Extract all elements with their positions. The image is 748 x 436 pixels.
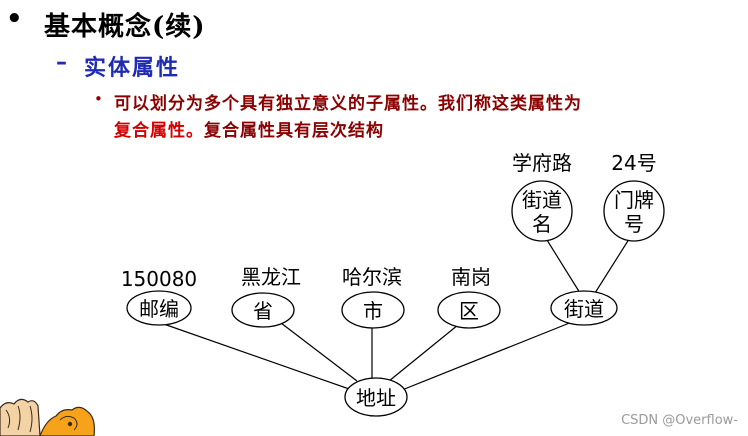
edge-root-street <box>402 322 572 390</box>
node-street-label: 街道 <box>564 297 604 321</box>
node-root-label: 地址 <box>356 386 396 410</box>
edge-root-province <box>281 323 357 381</box>
value-district: 南岗 <box>451 265 491 289</box>
node-street-number-line1: 门牌 <box>614 188 654 212</box>
node-street-name-line2: 名 <box>532 212 552 236</box>
watermark: CSDN @Overflow- <box>621 413 738 428</box>
node-postcode-label: 邮编 <box>139 297 179 321</box>
edge-street-number <box>595 236 631 293</box>
node-city-label: 市 <box>363 299 383 323</box>
edge-root-district <box>389 325 458 381</box>
value-street-number: 24号 <box>611 151 656 175</box>
value-postcode: 150080 <box>121 267 197 291</box>
value-city: 哈尔滨 <box>342 265 402 289</box>
edge-root-postcode <box>158 322 352 390</box>
value-province: 黑龙江 <box>241 265 301 289</box>
edge-street-name <box>542 232 580 293</box>
value-street-name: 学府路 <box>512 151 572 175</box>
node-district-label: 区 <box>459 299 479 323</box>
node-street-name-line1: 街道 <box>522 188 562 212</box>
node-street-number-line2: 号 <box>624 212 644 236</box>
node-province-label: 省 <box>253 299 273 323</box>
decorative-cartoon-graphic <box>0 399 94 436</box>
